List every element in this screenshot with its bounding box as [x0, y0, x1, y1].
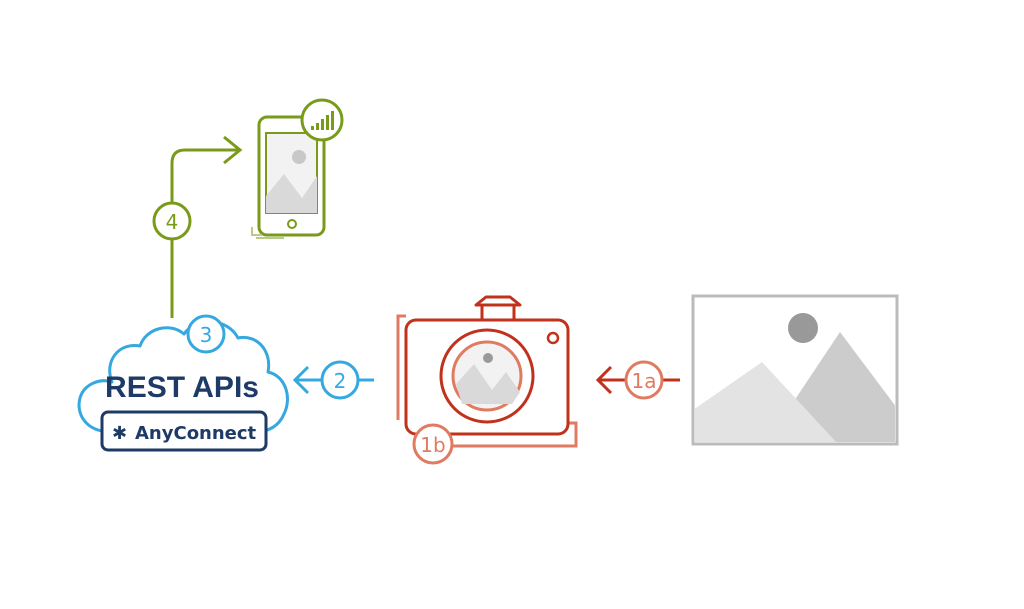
camera-icon [396, 295, 578, 448]
step-4-arrow [170, 135, 243, 318]
step-3-label: 3 [200, 323, 213, 347]
asterisk-icon: ✱ [112, 423, 127, 444]
cloud-title: REST APIs [105, 371, 259, 404]
cloud-icon [77, 320, 289, 434]
step-3-badge: 3 [186, 314, 226, 354]
step-2-label: 2 [334, 369, 347, 393]
anyconnect-badge: ✱ AnyConnect [100, 410, 268, 452]
anyconnect-label: AnyConnect [135, 423, 257, 444]
step-4-label: 4 [166, 210, 179, 234]
smartphone-icon [251, 115, 326, 239]
step-1a-label: 1a [632, 369, 657, 393]
step-1b-label: 1b [420, 433, 445, 457]
step-1a-badge: 1a [624, 360, 664, 400]
step-4-badge: 4 [152, 201, 192, 241]
step-1b-badge: 1b [412, 423, 454, 465]
step-2-badge: 2 [320, 360, 360, 400]
image-placeholder-icon [691, 294, 899, 446]
signal-bars-icon [300, 98, 344, 142]
